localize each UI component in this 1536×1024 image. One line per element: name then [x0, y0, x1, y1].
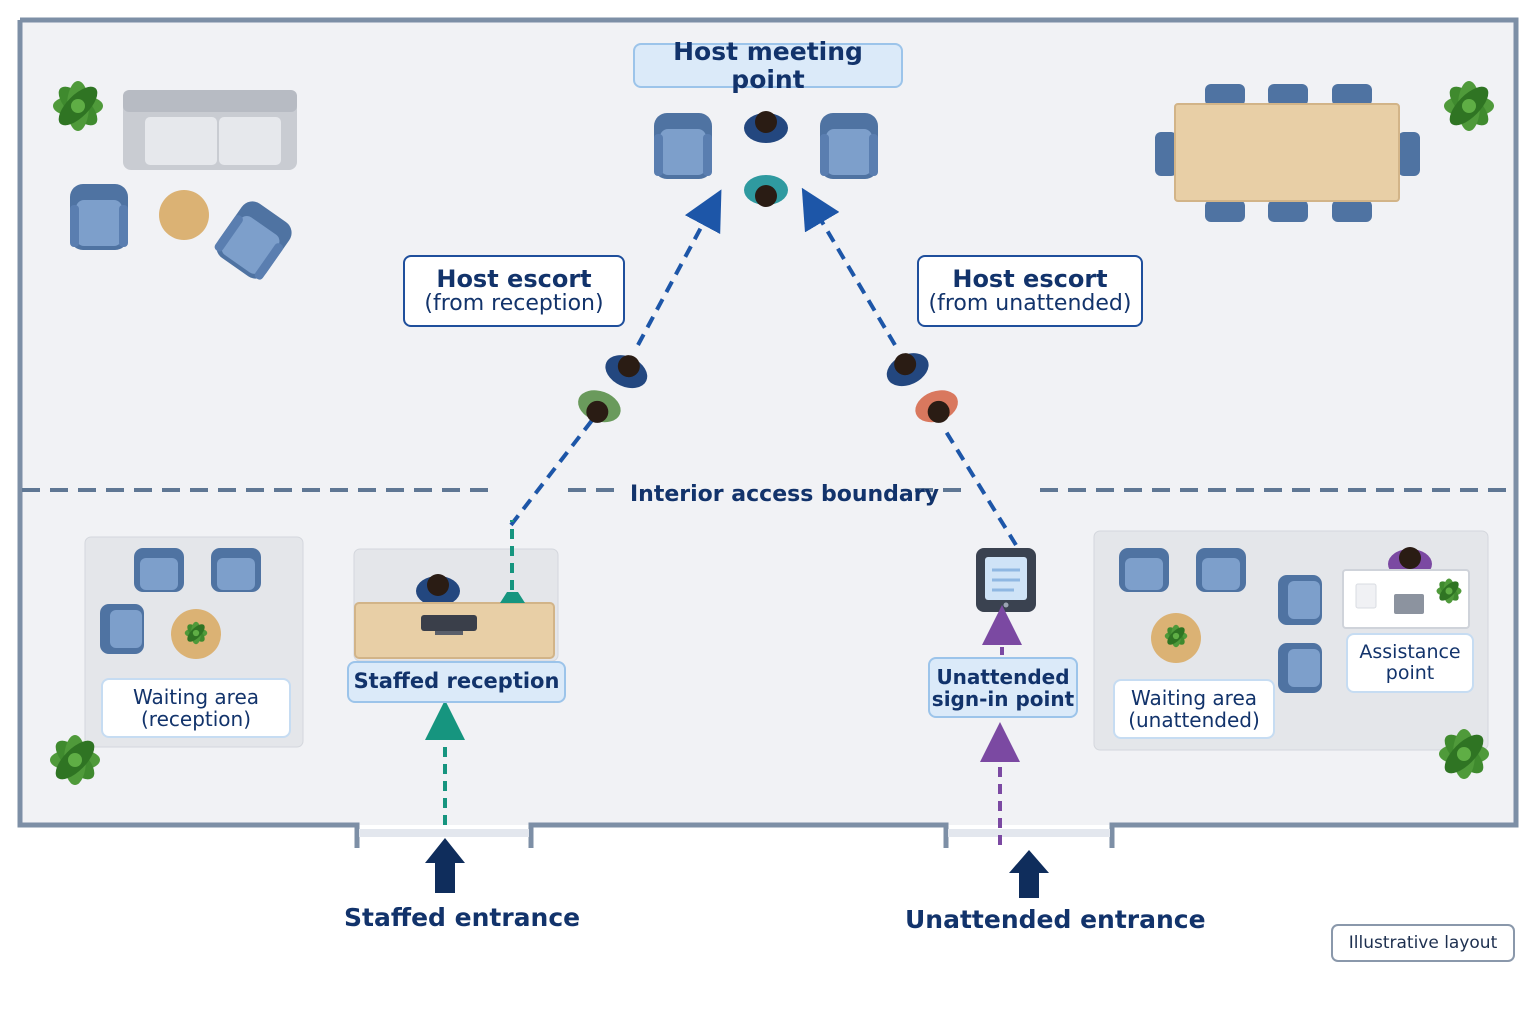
armchair-icon	[1278, 575, 1322, 625]
unattended-door-threshold	[948, 829, 1110, 837]
escort-path-reception	[509, 189, 722, 527]
assistance-desk-icon	[1342, 569, 1470, 629]
unattended-signin-label: Unattended sign-in point	[928, 657, 1078, 718]
host-escort-unattended-label: Host escort (from unattended)	[917, 255, 1143, 327]
armchair-icon	[211, 548, 261, 592]
host-escort-reception-label: Host escort (from reception)	[403, 255, 625, 327]
reception-desk-icon	[354, 602, 555, 659]
interior-access-boundary-label: Interior access boundary	[630, 482, 939, 507]
staffed-door-threshold	[359, 829, 529, 837]
sofa-icon	[123, 90, 297, 170]
armchair-icon	[820, 113, 878, 179]
waiting-area-unattended-label: Waiting area (unattended)	[1113, 679, 1275, 739]
staffed-entrance-label: Staffed entrance	[344, 903, 581, 932]
armchair-icon	[1278, 643, 1322, 693]
assistance-point-label: Assistance point	[1346, 633, 1474, 693]
waiting-area-reception-label: Waiting area (reception)	[101, 678, 291, 738]
desk-marker-icon	[500, 592, 525, 603]
armchair-icon	[134, 548, 184, 592]
side-table-icon	[159, 190, 209, 240]
armchair-icon	[654, 113, 712, 179]
armchair-icon	[70, 184, 128, 250]
meeting-table-icon	[1155, 84, 1420, 222]
unattended-entrance-arrow-icon	[1009, 850, 1049, 898]
escort-path-unattended	[801, 187, 1018, 547]
illustrative-layout-note: Illustrative layout	[1331, 924, 1515, 962]
unattended-entrance-label: Unattended entrance	[905, 905, 1206, 934]
staffed-entrance-arrow-icon	[425, 838, 465, 893]
building-walls	[17, 17, 1519, 848]
armchair-icon	[100, 604, 144, 654]
armchair-icon	[1119, 548, 1169, 592]
armchair-icon	[1196, 548, 1246, 592]
staffed-reception-label: Staffed reception	[347, 661, 566, 703]
host-meeting-point-label: Host meeting point	[633, 38, 903, 93]
tablet-kiosk-icon	[976, 548, 1036, 612]
